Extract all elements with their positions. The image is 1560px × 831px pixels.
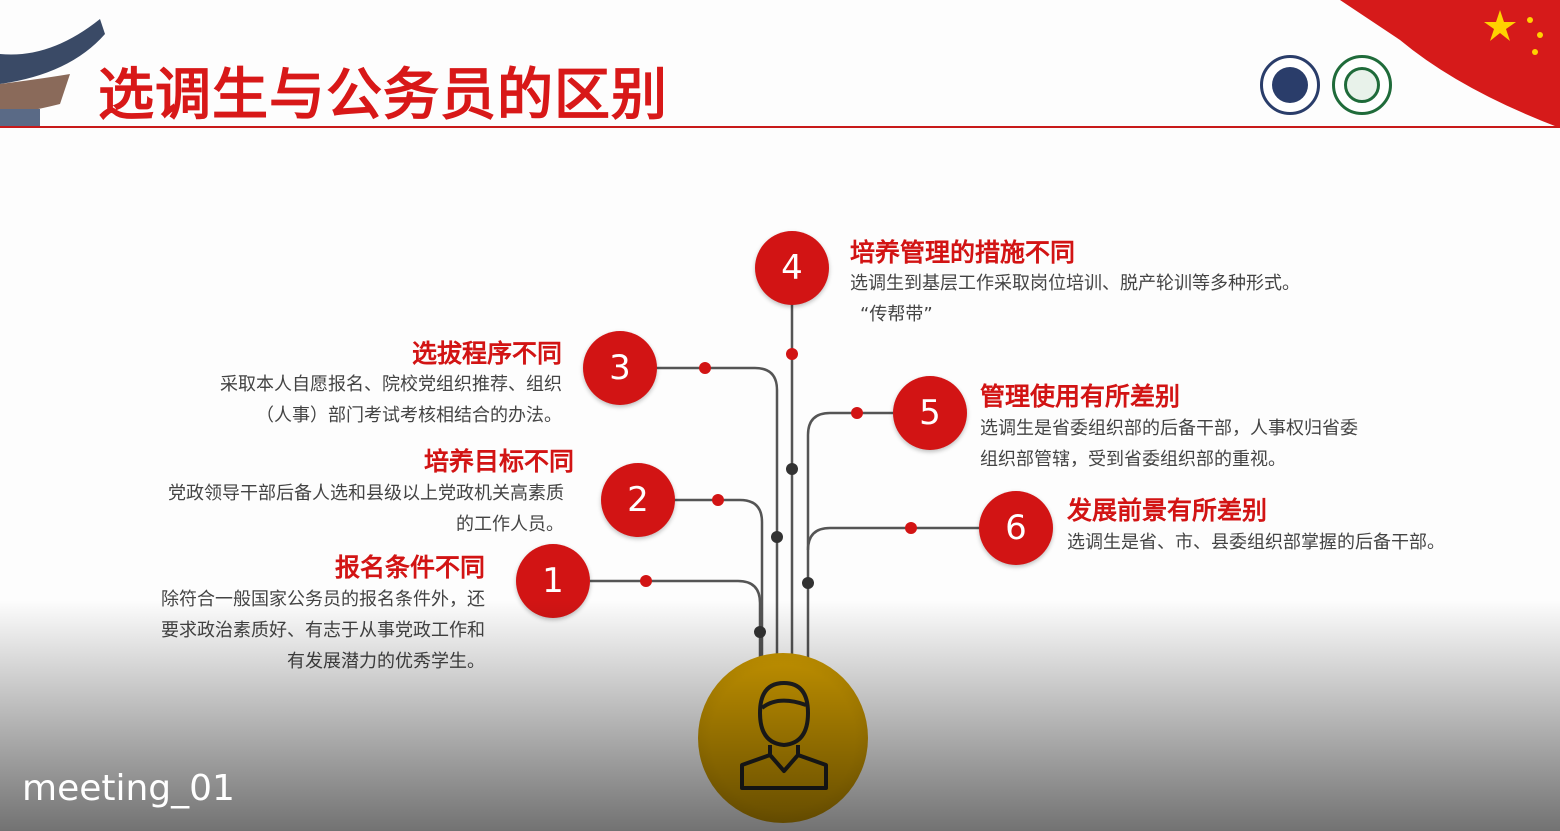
item-number-3: 3 [583,331,657,405]
text-line: 采取本人自愿报名、院校党组织推荐、组织 [220,374,562,395]
item-number-4: 4 [755,231,829,305]
item-number-1: 1 [516,544,590,618]
item-text-5: 选调生是省委组织部的后备干部，人事权归省委 组织部管辖，受到省委组织部的重视。 [980,413,1358,475]
item-text-4: 选调生到基层工作采取岗位培训、脱产轮训等多种形式。 “传帮带” [850,268,1300,330]
item-number-6: 6 [979,491,1053,565]
text-line: （人事）部门考试考核相结合的办法。 [256,405,562,426]
text-line: 要求政治素质好、有志于从事党政工作和 [161,620,485,641]
university-logo-icon [1260,55,1320,115]
text-line: 选调生到基层工作采取岗位培训、脱产轮训等多种形式。 [850,273,1300,294]
text-line: 组织部管辖，受到省委组织部的重视。 [980,449,1286,470]
text-line: 选调生是省、市、县委组织部掌握的后备干部。 [1067,532,1445,553]
text-line: 党政领导干部后备人选和县级以上党政机关高素质 [168,483,564,504]
item-text-2: 党政领导干部后备人选和县级以上党政机关高素质 的工作人员。 [168,478,564,540]
text-line: 有发展潜力的优秀学生。 [287,651,485,672]
item-heading-1: 报名条件不同 [334,553,485,582]
item-number-5: 5 [893,376,967,450]
item-heading-6: 发展前景有所差别 [1067,496,1268,525]
person-circle [698,653,868,823]
school-logo-icon [1332,55,1392,115]
item-heading-2: 培养目标不同 [423,447,574,476]
item-heading-5: 管理使用有所差别 [980,382,1181,411]
text-line: 选调生是省委组织部的后备干部，人事权归省委 [980,418,1358,439]
item-heading-4: 培养管理的措施不同 [850,238,1076,267]
item-text-3: 采取本人自愿报名、院校党组织推荐、组织 （人事）部门考试考核相结合的办法。 [220,369,562,431]
item-number-2: 2 [601,463,675,537]
item-text-6: 选调生是省、市、县委组织部掌握的后备干部。 [1067,527,1445,558]
pavilion-eave-icon [0,19,105,126]
text-line: 的工作人员。 [456,514,564,535]
flag-icon [1340,0,1560,128]
title-divider [0,126,1560,128]
participant-name-label: meeting_01 [22,768,235,809]
page-title: 选调生与公务员的区别 [98,63,668,128]
text-line: “传帮带” [860,304,933,325]
item-heading-3: 选拔程序不同 [411,339,562,368]
text-line: 除符合一般国家公务员的报名条件外，还 [161,589,485,610]
item-text-1: 除符合一般国家公务员的报名条件外，还 要求政治素质好、有志于从事党政工作和 有发… [161,584,485,677]
person-icon [740,681,828,790]
